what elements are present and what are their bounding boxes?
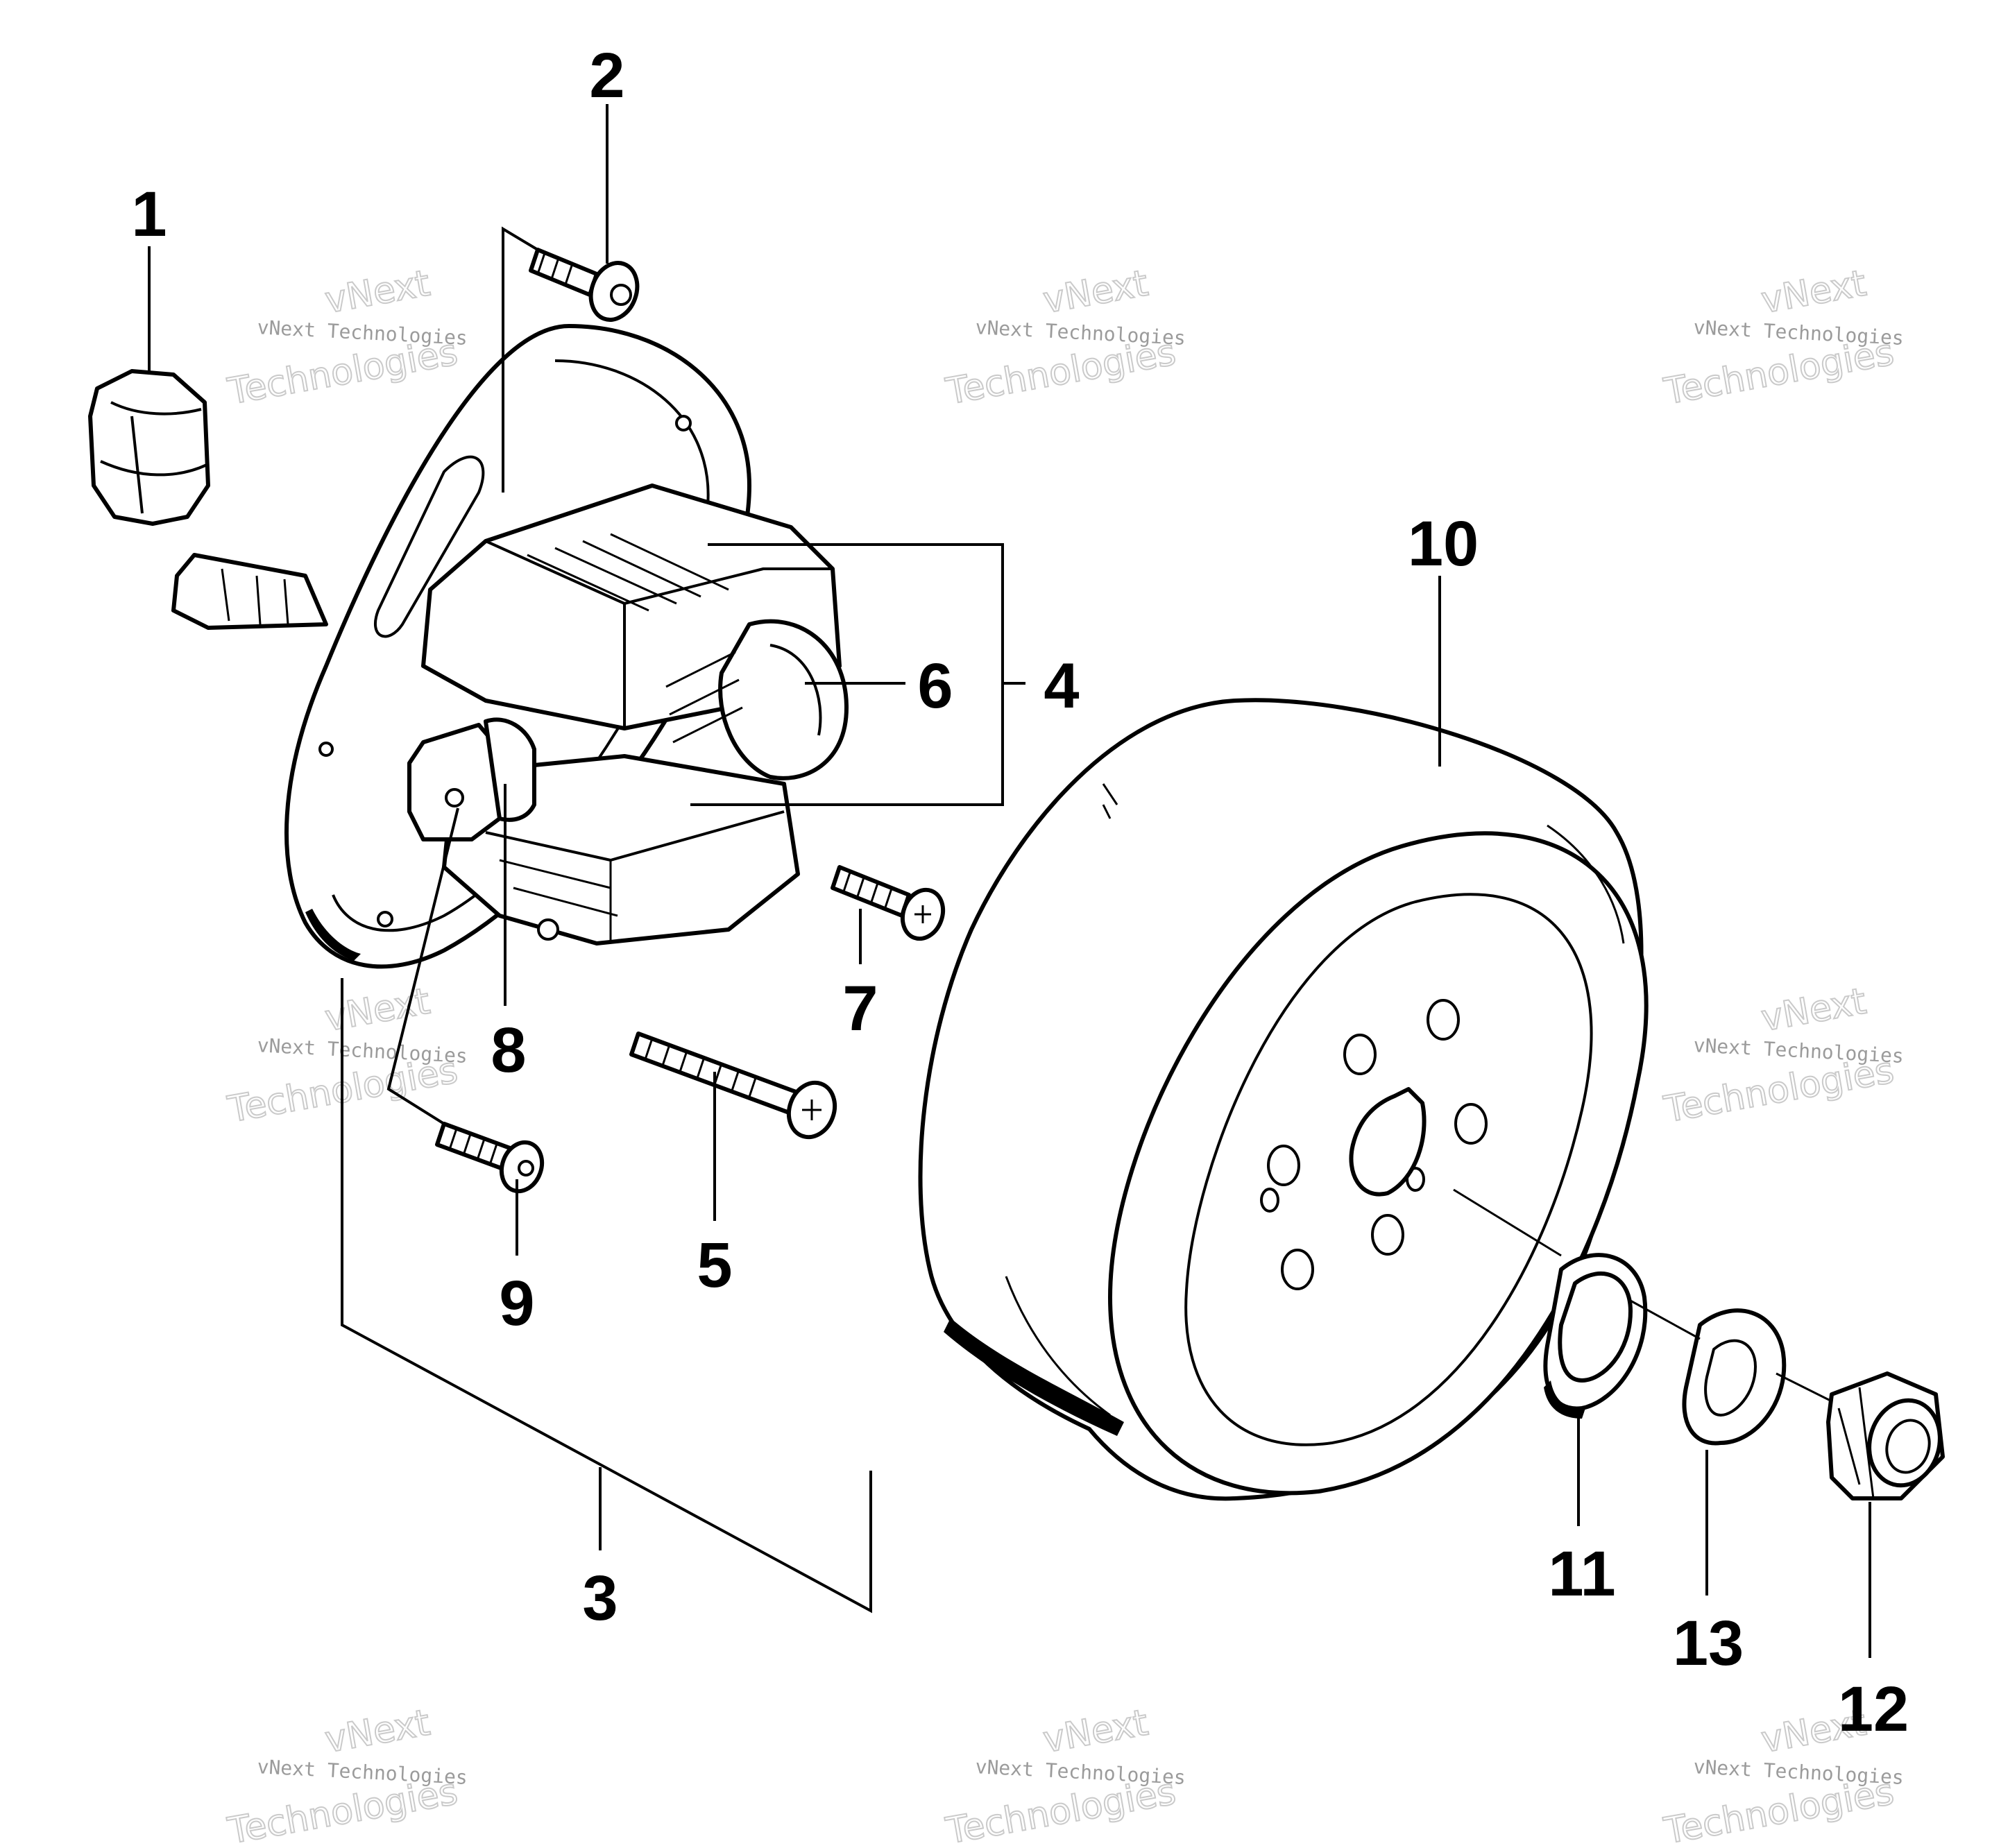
watermark-big-line-2: Technologies — [943, 1771, 1179, 1848]
part-2-screw — [529, 248, 640, 322]
watermark-big-line-1: vNext — [322, 1702, 433, 1761]
callout-4: 4 — [1044, 651, 1079, 721]
watermark-big-line-1: vNext — [1758, 263, 1869, 322]
part-8-pickup — [407, 717, 536, 841]
part-7-screw — [831, 865, 946, 941]
part-12-nut — [1826, 1371, 1945, 1500]
part-9-screw — [435, 1122, 545, 1194]
callout-6: 6 — [917, 651, 953, 721]
watermark-big-line-2: Technologies — [943, 332, 1179, 413]
watermark-big-line-2: Technologies — [225, 332, 461, 413]
watermark-big-line-2: Technologies — [1661, 1050, 1897, 1131]
watermark-big-line-1: vNext — [1758, 981, 1869, 1040]
callout-10: 10 — [1408, 508, 1479, 579]
leader-lines — [148, 104, 1871, 1658]
part-5-bolt — [629, 1032, 837, 1140]
watermark-big-line-2: Technologies — [1661, 1771, 1897, 1848]
watermark-big-line-1: vNext — [1040, 1702, 1151, 1761]
watermark-big-line-1: vNext — [322, 981, 433, 1040]
callout-1: 1 — [131, 179, 167, 250]
callout-5: 5 — [697, 1230, 732, 1301]
watermark-big-line-1: vNext — [1040, 263, 1151, 322]
callout-3: 3 — [582, 1563, 618, 1634]
callout-labels: 1 2 3 4 5 6 7 8 9 10 11 12 13 — [131, 40, 1909, 1745]
callout-13: 13 — [1673, 1608, 1744, 1679]
watermark-big-line-1: vNext — [322, 263, 433, 322]
part-10-flywheel — [918, 698, 1649, 1501]
part-11-washer — [1543, 1253, 1648, 1419]
part-13-washer — [1682, 1308, 1787, 1446]
callout-7: 7 — [842, 973, 878, 1044]
callout-2: 2 — [589, 40, 624, 111]
callout-12: 12 — [1838, 1674, 1909, 1745]
callout-11: 11 — [1548, 1539, 1615, 1609]
watermark-big-line-2: Technologies — [1661, 332, 1897, 413]
callout-8: 8 — [491, 1015, 526, 1086]
callout-9: 9 — [499, 1268, 534, 1339]
part-1-grommet — [88, 369, 210, 526]
watermark-big-line-2: Technologies — [225, 1771, 461, 1848]
